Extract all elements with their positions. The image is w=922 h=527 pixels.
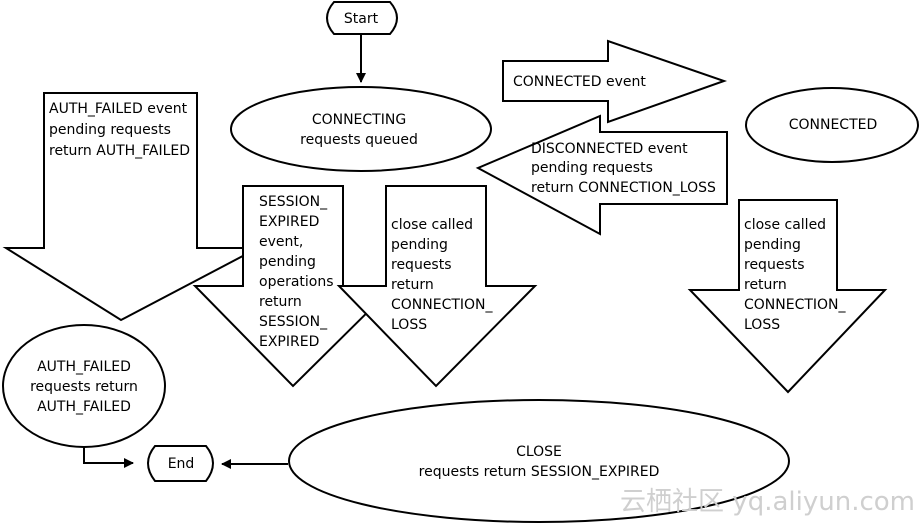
connected-label: CONNECTED xyxy=(789,117,878,133)
disconnected-event-line-3: return CONNECTION_LOSS xyxy=(531,180,716,196)
close-right-line-4: return xyxy=(744,277,787,293)
auth-failed-event-arrow: AUTH_FAILED event pending requests retur… xyxy=(2,92,259,322)
connected-event-arrow: CONNECTED event xyxy=(502,39,728,124)
end-label: End xyxy=(168,456,195,472)
start-node: Start xyxy=(326,1,398,35)
close-right-line-3: requests xyxy=(744,257,805,273)
close-called-left-arrow: close called pending requests return CON… xyxy=(336,185,538,388)
close-subtitle: requests return SESSION_EXPIRED xyxy=(419,464,660,480)
session-expired-line-6: return xyxy=(259,294,302,310)
session-expired-line-7: SESSION_ xyxy=(259,314,328,330)
start-label: Start xyxy=(344,11,379,27)
close-title: CLOSE xyxy=(516,444,562,460)
close-right-line-6: LOSS xyxy=(744,317,780,333)
session-expired-line-3: event, xyxy=(259,234,303,250)
close-node: CLOSE requests return SESSION_EXPIRED xyxy=(288,399,790,523)
session-expired-arrow: SESSION_ EXPIRED event, pending operatio… xyxy=(192,185,397,388)
connecting-subtitle: requests queued xyxy=(300,132,418,148)
session-expired-line-8: EXPIRED xyxy=(259,334,319,350)
auth-failed-node-line-2: requests return xyxy=(30,379,138,395)
end-node: End xyxy=(147,445,214,482)
close-left-line-2: pending xyxy=(391,237,448,253)
auth-failed-node-line-3: AUTH_FAILED xyxy=(37,399,131,415)
connecting-node: CONNECTING requests queued xyxy=(230,86,492,172)
close-right-line-2: pending xyxy=(744,237,801,253)
watermark: 云栖社区 yq.aliyun.com xyxy=(620,487,915,517)
auth-failed-node-line-1: AUTH_FAILED xyxy=(37,359,131,375)
auth-failed-event-line-3: return AUTH_FAILED xyxy=(49,143,190,159)
close-right-line-1: close called xyxy=(744,217,826,233)
connected-event-label: CONNECTED event xyxy=(513,74,646,90)
close-left-line-3: requests xyxy=(391,257,452,273)
session-expired-line-2: EXPIRED xyxy=(259,214,319,230)
auth-failed-to-end-arrow xyxy=(83,447,134,468)
close-left-line-6: LOSS xyxy=(391,317,427,333)
disconnected-event-line-2: pending requests xyxy=(531,160,653,176)
disconnected-event-arrow: DISCONNECTED event pending requests retu… xyxy=(475,114,728,236)
close-right-line-5: CONNECTION_ xyxy=(744,297,847,313)
auth-failed-event-line-2: pending requests xyxy=(49,122,171,138)
close-left-line-1: close called xyxy=(391,217,473,233)
close-called-right-arrow: close called pending requests return CON… xyxy=(687,199,888,394)
auth-failed-node: AUTH_FAILED requests return AUTH_FAILED xyxy=(2,324,166,448)
disconnected-event-line-1: DISCONNECTED event xyxy=(531,141,688,157)
auth-failed-event-line-1: AUTH_FAILED event xyxy=(49,101,188,117)
close-left-line-5: CONNECTION_ xyxy=(391,297,494,313)
session-expired-line-1: SESSION_ xyxy=(259,194,328,210)
connected-node: CONNECTED xyxy=(745,87,919,163)
session-expired-line-4: pending xyxy=(259,254,316,270)
close-left-line-4: return xyxy=(391,277,434,293)
connecting-title: CONNECTING xyxy=(312,112,406,128)
session-expired-line-5: operations xyxy=(259,274,334,290)
